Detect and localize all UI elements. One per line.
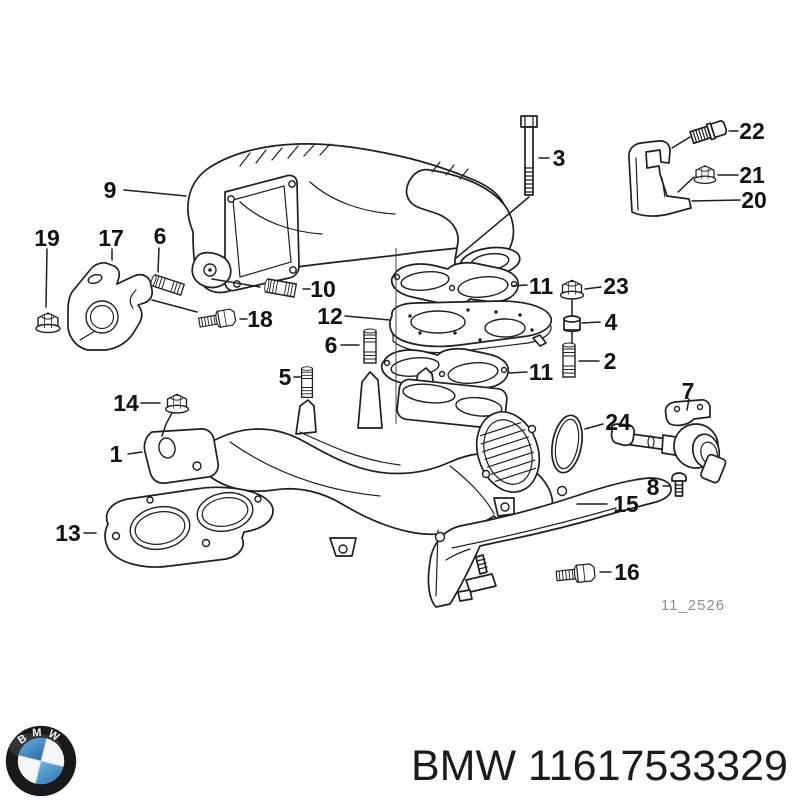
part-label-5: 5: [279, 364, 292, 390]
bolt-part-16: [555, 562, 596, 586]
stud-part-2: [562, 342, 576, 378]
brand-text: BMW: [411, 742, 517, 790]
part-label-10: 10: [310, 276, 336, 302]
part-label-4: 4: [605, 309, 618, 335]
stud-part-6-lower: [363, 328, 377, 364]
part-label-15: 15: [613, 491, 639, 517]
bolt-part-18: [197, 307, 237, 332]
part-labels: 9 3 22 21 20 19 17 6 18 10 12 6 5 11 23 …: [34, 118, 767, 585]
part-label-3: 3: [553, 145, 566, 171]
part-label-19: 19: [34, 225, 60, 251]
part-label-12: 12: [317, 303, 343, 329]
bmw-logo-quadrants: [17, 737, 65, 785]
spacer-part-4: [563, 315, 581, 333]
stud-part-5: [300, 366, 314, 399]
part-label-13: 13: [55, 520, 81, 546]
part-number-title: BMW 11617533329: [411, 745, 788, 788]
part-label-18: 18: [247, 306, 273, 332]
bolt-part-3: [520, 115, 538, 196]
part-label-2: 2: [604, 348, 617, 374]
part-label-6-lower: 6: [325, 332, 338, 358]
bracket-part-17: [67, 261, 154, 351]
part-label-20: 20: [741, 187, 767, 213]
part-label-17: 17: [98, 225, 124, 251]
part-label-7: 7: [682, 378, 695, 404]
bmw-logo: BMW: [5, 725, 77, 797]
part-label-16: 16: [614, 559, 640, 585]
part-number-text: 11617533329: [528, 742, 788, 790]
nut-part-21: [693, 165, 717, 184]
o-ring-part-24: [551, 414, 583, 474]
part-label-23: 23: [603, 273, 629, 299]
nut-part-23: [559, 279, 585, 300]
part-label-22: 22: [739, 118, 765, 144]
nut-part-14: [164, 393, 190, 414]
part-label-9: 9: [104, 177, 117, 203]
part-label-11-lower: 11: [529, 359, 554, 385]
leader-lines: [45, 130, 741, 573]
bolt-part-8: [671, 472, 687, 497]
bracket-part-20: [628, 140, 692, 217]
bracket-part-15: [427, 477, 672, 608]
stud-part-6-upper: [149, 273, 185, 296]
part-label-1: 1: [110, 441, 123, 467]
part-label-21: 21: [739, 162, 765, 188]
diagram-watermark: 11_2526: [661, 597, 725, 614]
valve-part-7: [610, 399, 727, 484]
part-label-8: 8: [647, 474, 660, 500]
stud-part-10: [263, 277, 298, 298]
nut-part-19: [35, 312, 61, 334]
part-label-24: 24: [605, 409, 631, 435]
upper-manifold-part-9: [187, 143, 521, 294]
bolt-part-22: [689, 119, 728, 145]
lower-manifold-part-1: [143, 367, 554, 557]
part-label-11-upper: 11: [529, 273, 554, 299]
gasket-part-13: [104, 486, 274, 568]
part-label-6-upper: 6: [154, 223, 167, 249]
plate-part-12: [389, 300, 553, 354]
part-label-14: 14: [113, 390, 139, 416]
gasket-part-11-upper: [390, 261, 520, 306]
